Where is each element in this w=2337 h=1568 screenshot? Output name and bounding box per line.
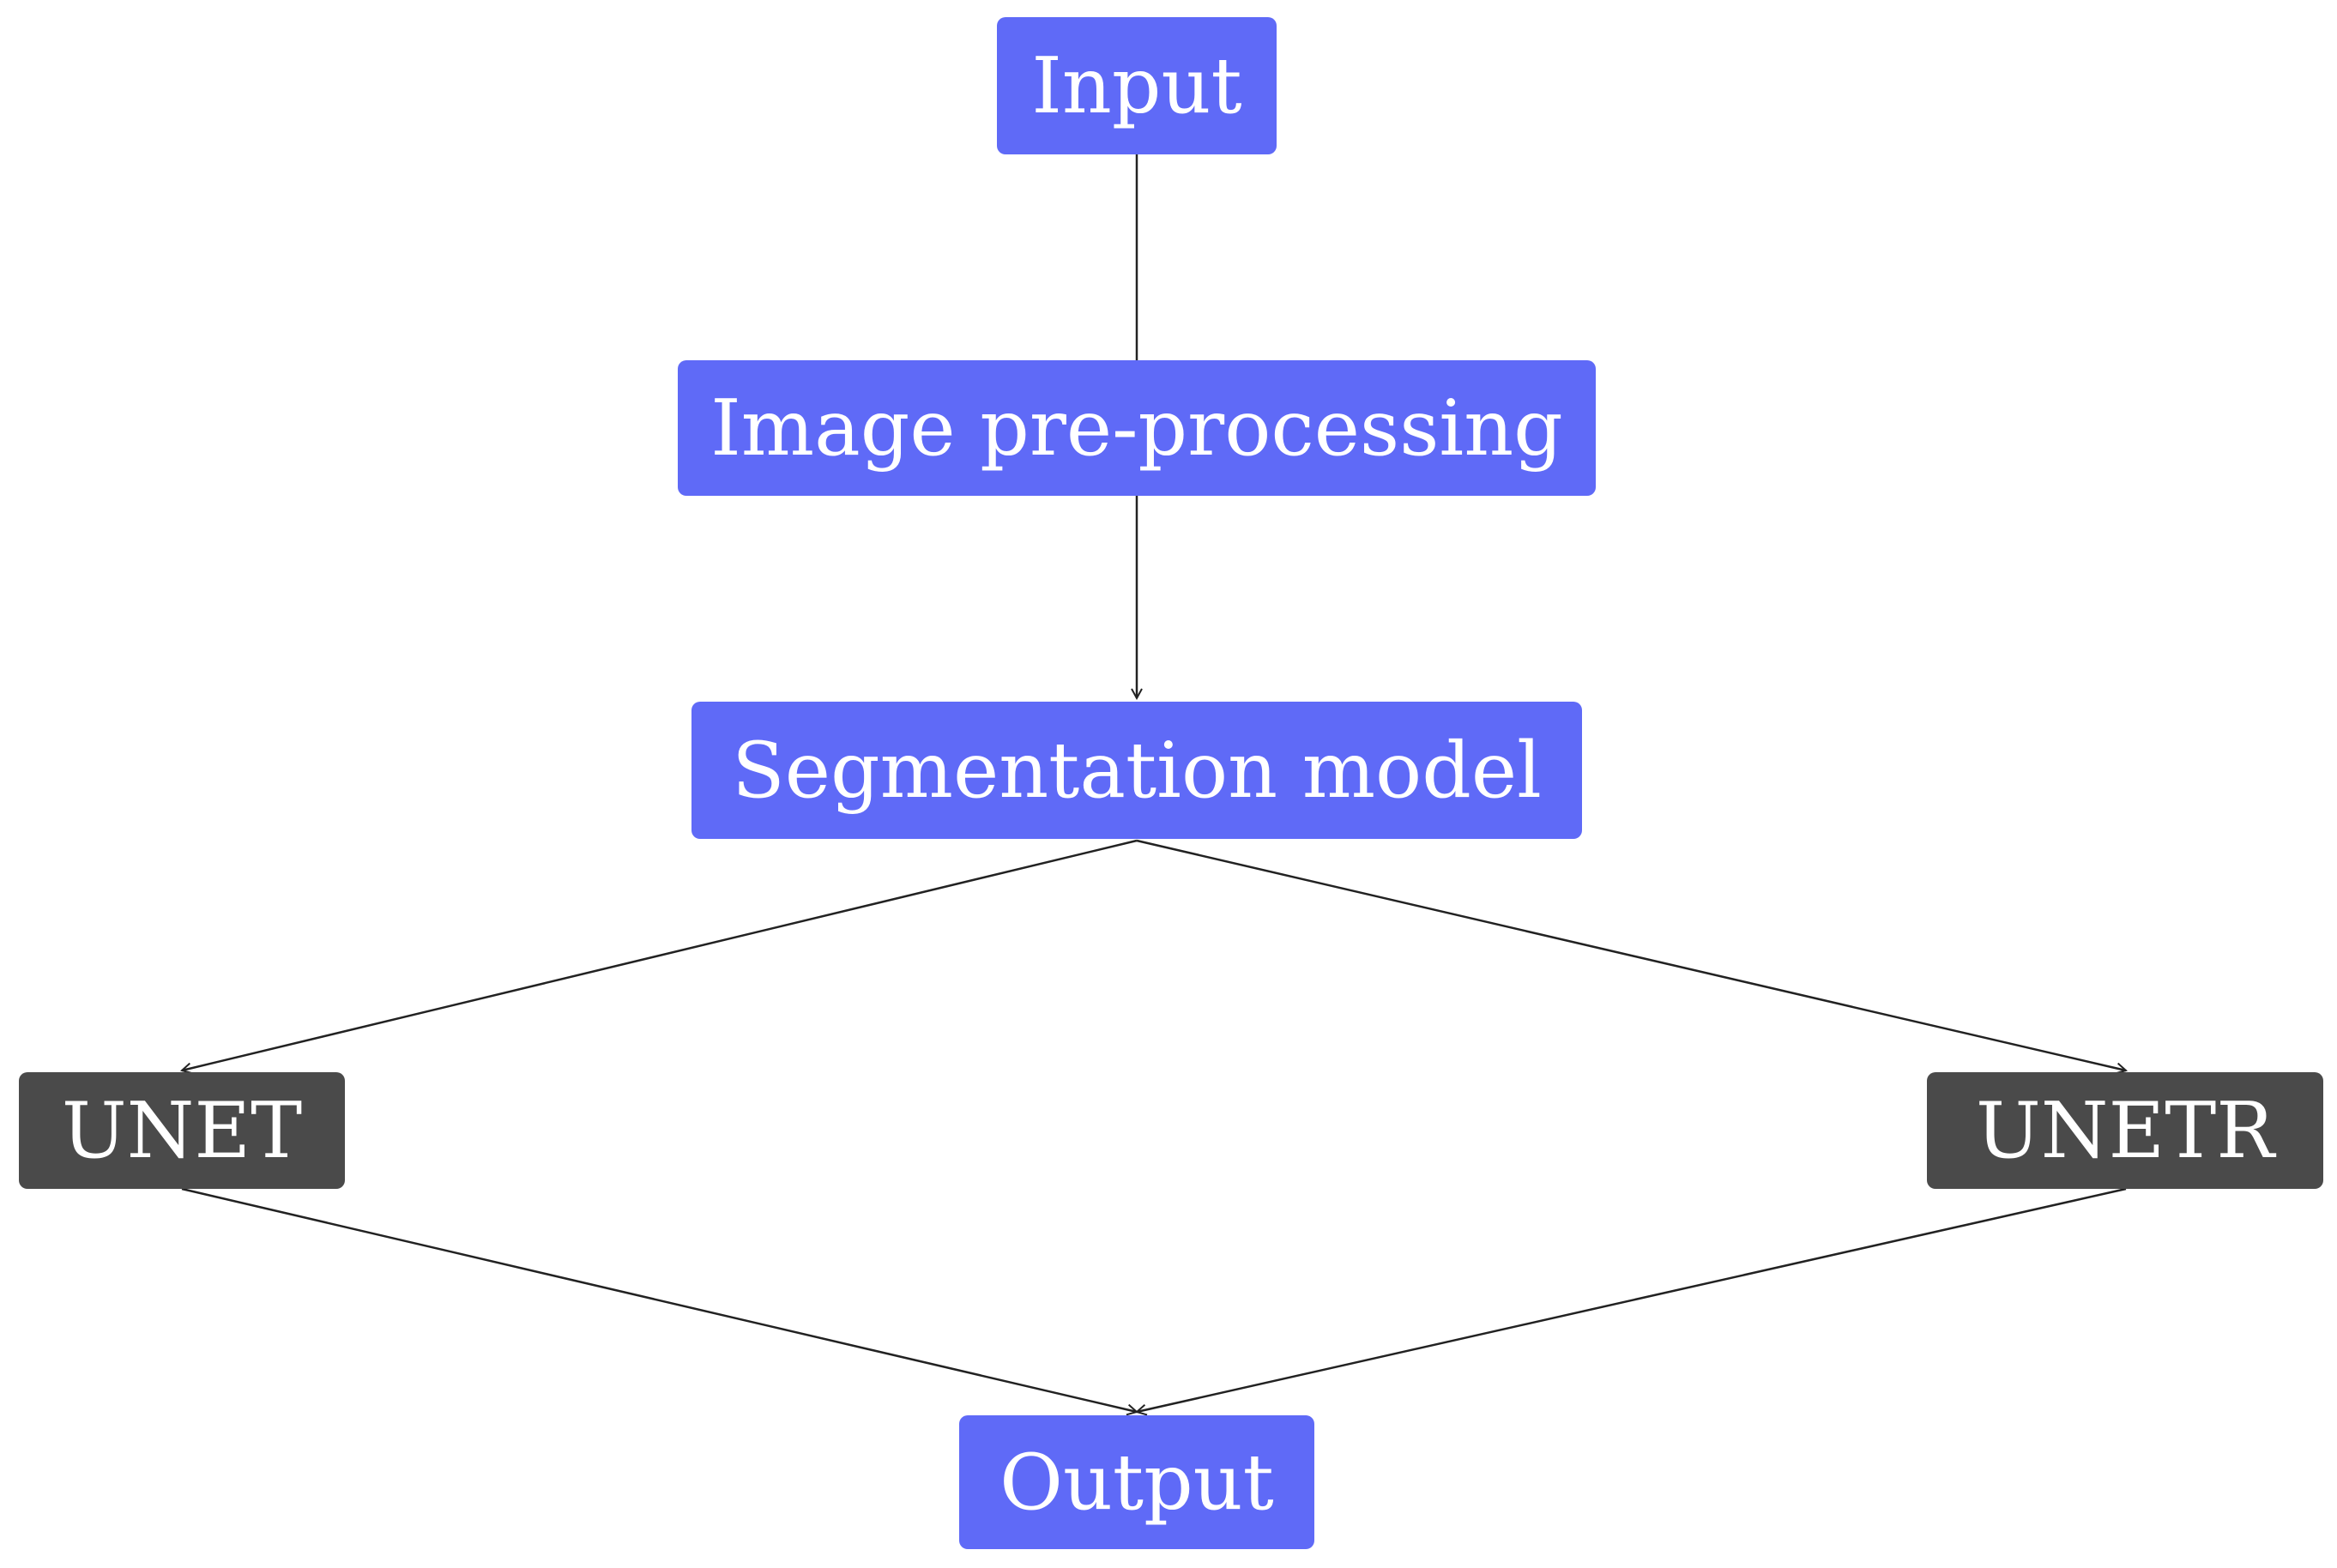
input-node: Input xyxy=(997,17,1277,154)
input-node-label: Input xyxy=(1031,40,1242,131)
edge-segmentation-to-unetr xyxy=(1136,839,2126,1070)
unetr-node: UNETR xyxy=(1927,1072,2323,1189)
unetr-node-label: UNETR xyxy=(1975,1085,2275,1176)
edge-unet-to-output xyxy=(181,1187,1137,1412)
preprocessing-node: Image pre-processing xyxy=(678,360,1596,496)
segmentation-node-label: Segmentation model xyxy=(732,725,1542,816)
segmentation-node: Segmentation model xyxy=(691,702,1582,839)
edge-unetr-to-output xyxy=(1137,1187,2127,1412)
unet-node: UNET xyxy=(19,1072,345,1189)
preprocessing-node-label: Image pre-processing xyxy=(710,383,1563,473)
output-node-label: Output xyxy=(999,1437,1274,1528)
output-node: Output xyxy=(959,1415,1314,1549)
edge-segmentation-to-unet xyxy=(182,839,1138,1070)
unet-node-label: UNET xyxy=(61,1085,303,1176)
